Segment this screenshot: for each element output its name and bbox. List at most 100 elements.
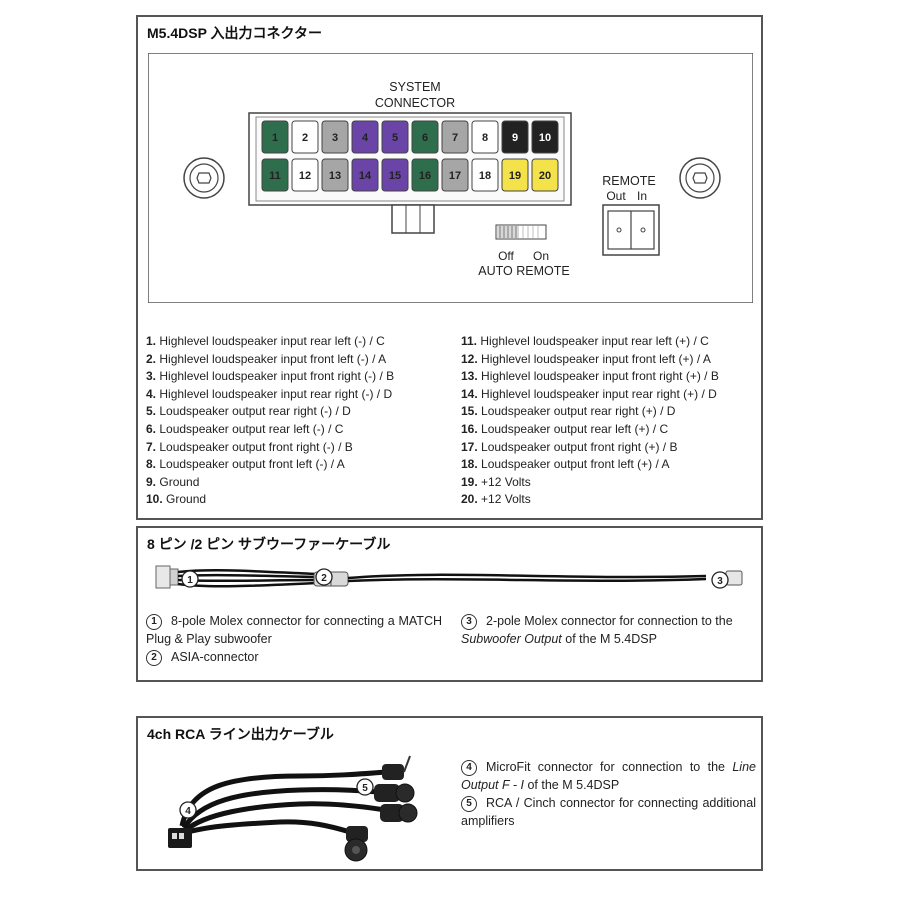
auto-remote-on-label: On bbox=[533, 249, 549, 263]
list-item-number: 10. bbox=[146, 492, 163, 507]
list-item-text: Highlevel loudspeaker input front right … bbox=[481, 369, 719, 384]
auto-remote-off-label: Off bbox=[498, 249, 514, 263]
list-item-text: Loudspeaker output front left (-) / A bbox=[159, 457, 345, 472]
callout-4-icon: 4 bbox=[179, 801, 197, 819]
pin-13: 13 bbox=[321, 158, 349, 192]
list-item: 17. Loudspeaker output front right (+) /… bbox=[461, 439, 719, 457]
list-item-number: 6. bbox=[146, 421, 157, 436]
callout-1-icon: 1 bbox=[181, 570, 199, 588]
pin-10-label: 10 bbox=[539, 132, 551, 144]
pin-20-label: 20 bbox=[539, 170, 551, 182]
pin-6: 6 bbox=[411, 120, 439, 154]
note-3-text-italic: Subwoofer Output bbox=[461, 632, 562, 646]
auto-remote-label: AUTO REMOTE bbox=[478, 264, 569, 278]
list-item: 14. Highlevel loudspeaker input rear rig… bbox=[461, 386, 719, 404]
note-1-text: 8-pole Molex connector for connecting a … bbox=[146, 614, 442, 646]
list-item: 15. Loudspeaker output rear right (+) / … bbox=[461, 403, 719, 421]
list-item-text: Highlevel loudspeaker input rear left (-… bbox=[159, 334, 385, 348]
pin-1: 1 bbox=[261, 120, 289, 154]
list-item: 11. Highlevel loudspeaker input rear lef… bbox=[461, 333, 719, 351]
list-item-text: Loudspeaker output rear right (-) / D bbox=[159, 404, 351, 419]
list-item-text: Highlevel loudspeaker input rear left (+… bbox=[480, 334, 709, 348]
list-item-number: 15. bbox=[461, 404, 478, 419]
pin-18: 18 bbox=[471, 158, 499, 192]
pin-11-label: 11 bbox=[269, 170, 281, 182]
list-item-text: Loudspeaker output front right (-) / B bbox=[159, 439, 353, 454]
list-item: 10. Ground bbox=[146, 491, 394, 509]
pin-14-label: 14 bbox=[359, 170, 372, 182]
svg-text:3: 3 bbox=[717, 576, 723, 587]
list-item-number: 17. bbox=[461, 439, 478, 454]
list-item-text: Loudspeaker output rear right (+) / D bbox=[481, 404, 676, 419]
list-item-text: Loudspeaker output rear left (+) / C bbox=[481, 421, 669, 436]
pin-5: 5 bbox=[381, 120, 409, 154]
auto-remote-switch[interactable] bbox=[495, 224, 547, 240]
note-3-text-pre: 2-pole Molex connector for connection to… bbox=[486, 614, 733, 628]
callout-2-icon: 2 bbox=[315, 568, 333, 586]
svg-text:1: 1 bbox=[187, 575, 193, 586]
list-item: 2. Highlevel loudspeaker input front lef… bbox=[146, 351, 394, 369]
list-item: 5. Loudspeaker output rear right (-) / D bbox=[146, 403, 394, 421]
pin-9: 9 bbox=[501, 120, 529, 154]
pin-9-label: 9 bbox=[512, 132, 518, 144]
pin-19-label: 19 bbox=[509, 170, 521, 182]
list-item-number: 19. bbox=[461, 474, 478, 489]
list-item: 19. +12 Volts bbox=[461, 474, 719, 492]
list-item-text: Ground bbox=[159, 474, 200, 489]
list-item-number: 7. bbox=[146, 439, 157, 454]
list-item-text: +12 Volts bbox=[481, 474, 531, 489]
note-5-text: RCA / Cinch connector for connecting add… bbox=[461, 796, 756, 828]
rca-plug-icon bbox=[382, 755, 411, 780]
list-item: 13. Highlevel loudspeaker input front ri… bbox=[461, 368, 719, 386]
rca-cable-illustration: 4 5 bbox=[168, 755, 418, 862]
list-item: 8. Loudspeaker output front left (-) / A bbox=[146, 456, 394, 474]
list-item-number: 4. bbox=[146, 386, 157, 401]
pin-row-top: 1 2 3 4 5 6 7 8 9 10 bbox=[261, 120, 559, 154]
pin-list-left: 1. Highlevel loudspeaker input rear left… bbox=[146, 333, 394, 509]
pin-3-label: 3 bbox=[332, 132, 338, 144]
pin-10: 10 bbox=[531, 120, 559, 154]
pin-7: 7 bbox=[441, 120, 469, 154]
pin-4-label: 4 bbox=[362, 132, 369, 144]
pin-18-label: 18 bbox=[479, 170, 491, 182]
pin-16: 16 bbox=[411, 158, 439, 192]
pin-17-label: 17 bbox=[449, 170, 461, 182]
rca-plug-icon bbox=[344, 826, 368, 862]
subwoofer-cable-illustration: 1 2 3 bbox=[155, 565, 743, 589]
pin-17: 17 bbox=[441, 158, 469, 192]
list-item-number: 12. bbox=[461, 351, 478, 366]
list-item: 3. Highlevel loudspeaker input front rig… bbox=[146, 368, 394, 386]
pin-12-label: 12 bbox=[299, 170, 311, 182]
list-item: 12. Highlevel loudspeaker input front le… bbox=[461, 351, 719, 369]
pin-6-label: 6 bbox=[422, 132, 428, 144]
pin-2-label: 2 bbox=[302, 132, 308, 144]
rca-plug-icon bbox=[380, 803, 418, 823]
list-item-number: 1. bbox=[146, 334, 157, 348]
list-item: 18. Loudspeaker output front left (+) / … bbox=[461, 456, 719, 474]
list-item-text: Loudspeaker output front right (+) / B bbox=[481, 439, 678, 454]
note-2-number-icon: 2 bbox=[146, 649, 162, 666]
list-item-number: 5. bbox=[146, 404, 157, 419]
list-item: 20. +12 Volts bbox=[461, 491, 719, 509]
pin-2: 2 bbox=[291, 120, 319, 154]
pin-1-label: 1 bbox=[272, 132, 278, 144]
list-item: 7. Loudspeaker output front right (-) / … bbox=[146, 439, 394, 457]
note-4-text-pre: MicroFit connector for connection to the bbox=[486, 760, 725, 774]
list-item: 1. Highlevel loudspeaker input rear left… bbox=[146, 333, 394, 351]
list-item-number: 8. bbox=[146, 457, 157, 472]
rca-cable-panel: 4ch RCA ライン出力ケーブル bbox=[136, 716, 763, 871]
list-item: 9. Ground bbox=[146, 474, 394, 492]
microfit-connector bbox=[168, 828, 192, 848]
pin-13-label: 13 bbox=[329, 170, 341, 182]
left-screw-icon bbox=[183, 157, 225, 199]
remote-connector bbox=[602, 204, 660, 256]
pin-8-label: 8 bbox=[482, 132, 488, 144]
pin-5-label: 5 bbox=[392, 132, 398, 144]
